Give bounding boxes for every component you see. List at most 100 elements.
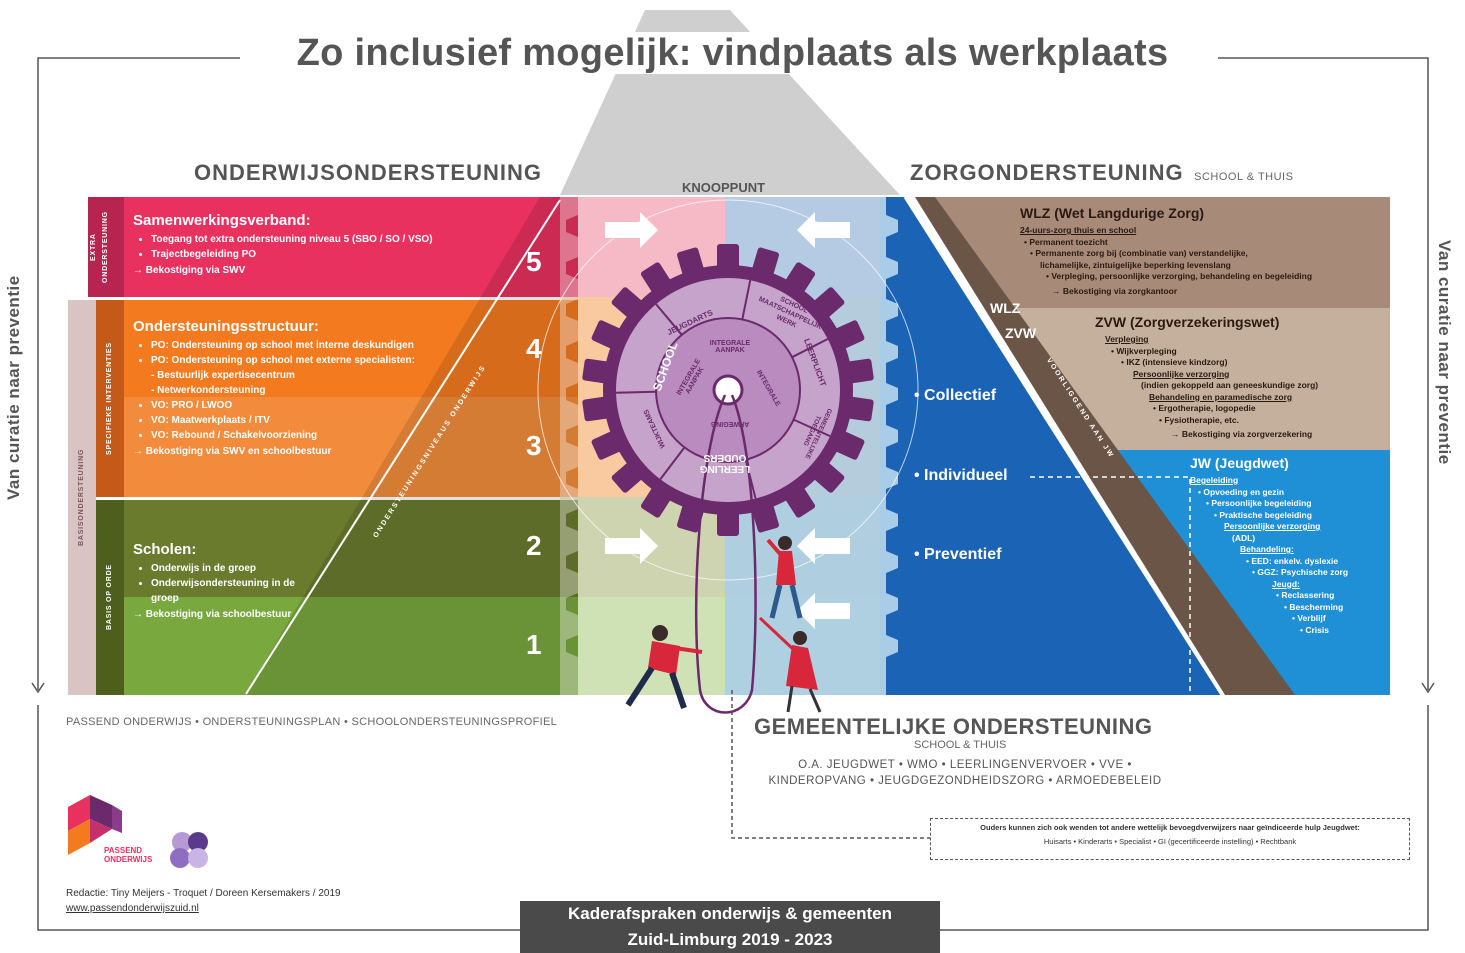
label-zvw: ZVW bbox=[1005, 325, 1037, 341]
gemeentelijke-sub: SCHOOL & THUIS bbox=[914, 739, 1007, 751]
logo-text-2: ONDERWIJS bbox=[104, 855, 153, 864]
level-3: 3 bbox=[526, 430, 542, 461]
ouders-line2: Huisarts • Kinderarts • Specialist • GI … bbox=[1043, 837, 1297, 846]
gear bbox=[537, 199, 919, 581]
arrow-text: → Bekostiging via schoolbestuur bbox=[133, 609, 292, 620]
list-item: VO: Maatwerkplaats / ITV bbox=[151, 413, 533, 428]
footer-line1: Kaderafspraken onderwijs & gemeenten bbox=[567, 904, 893, 923]
header-knooppunt: KNOOPPUNT bbox=[682, 180, 766, 195]
zvw-line: • IKZ (intensieve kindzorg) bbox=[1121, 357, 1228, 367]
level-2-band bbox=[68, 500, 578, 597]
ouders-box: Ouders kunnen zich ook wenden tot andere… bbox=[930, 818, 1410, 860]
jw-line: • Persoonlijke begeleiding bbox=[1206, 498, 1312, 508]
list-item: VO: PRO / LWOO bbox=[151, 398, 533, 413]
gear-inner-bottom: AFWEGING bbox=[710, 420, 750, 427]
logo-text: PASSEND ONDERWIJS bbox=[104, 846, 152, 864]
frame-bottom-right bbox=[940, 705, 1429, 931]
right-teeth bbox=[880, 197, 898, 695]
band-basis-op-orde: BASIS OP ORDE bbox=[106, 564, 113, 631]
jw-block bbox=[1095, 450, 1390, 695]
arrow-text: → Bekostiging via SWV en schoolbestuur bbox=[133, 446, 332, 457]
rope-loop bbox=[694, 394, 757, 714]
jw-line: • Crisis bbox=[1300, 624, 1329, 635]
jw-line: • Bescherming bbox=[1284, 601, 1344, 612]
gear-leerling-ouders: LEERLING OUDERS bbox=[699, 452, 751, 474]
jw-line: Persoonlijke verzorging bbox=[1224, 521, 1321, 531]
arrow-left-1 bbox=[797, 593, 850, 629]
header-zorg-sub: SCHOOL & THUIS bbox=[1194, 171, 1294, 183]
frame-left-line bbox=[37, 57, 240, 690]
wlz-line: • Permanent toezicht bbox=[1024, 236, 1108, 247]
zvw-line: (indien gekoppeld aan geneeskundige zorg… bbox=[1141, 380, 1319, 390]
label-preventief: • Preventief bbox=[914, 546, 1002, 563]
list-item: Trajectbegeleiding PO bbox=[151, 247, 533, 262]
jw-line: • Opvoeding en gezin bbox=[1198, 486, 1285, 497]
redactie: Redactie: Tiny Meijers - Troquet / Doree… bbox=[66, 888, 341, 899]
right-blue-area bbox=[886, 197, 1222, 695]
logo-text-1: PASSEND bbox=[104, 846, 143, 855]
website-link[interactable]: www.passendonderwijszuid.nl bbox=[66, 903, 199, 914]
frame-bottom-left bbox=[37, 705, 520, 931]
strip-basis-op-orde bbox=[96, 500, 124, 695]
left-diagonal-shade bbox=[245, 197, 578, 695]
level-5-band bbox=[88, 197, 578, 297]
level-4-band bbox=[68, 300, 578, 397]
block-wlz: WLZ (Wet Langdurige Zorg) 24-uurs-zorg t… bbox=[1020, 205, 1380, 297]
arrow-right-top bbox=[605, 212, 658, 248]
list-item: Onderwijs in de groep bbox=[151, 561, 303, 576]
band-specifiek: SPECIFIEKE INTERVENTIES bbox=[106, 342, 113, 455]
jw-title: JW (Jeugdwet) bbox=[1190, 455, 1289, 471]
zvw-line: • Fysiotherapie, etc. bbox=[1159, 414, 1239, 425]
list-item: Toegang tot extra ondersteuning niveau 5… bbox=[151, 232, 533, 247]
list-item: - Netwerkondersteuning bbox=[151, 385, 266, 396]
strip-basis bbox=[68, 300, 96, 695]
figure-woman-top bbox=[766, 536, 803, 619]
block-jw: JW (Jeugdwet) Begeleiding • Opvoeding en… bbox=[1190, 455, 1385, 636]
block-samenwerkingsverband: Samenwerkingsverband: Toegang tot extra … bbox=[133, 212, 533, 276]
voorliggend-band bbox=[915, 197, 1295, 695]
level-4: 4 bbox=[526, 333, 542, 364]
list-item: PO: Ondersteuning op school met externe … bbox=[151, 353, 533, 368]
list-item: VO: Rebound / Schakelvoorziening bbox=[151, 428, 533, 443]
jw-line: • GGZ: Psychische zorg bbox=[1252, 567, 1349, 577]
block-title: Samenwerkingsverband: bbox=[133, 212, 311, 229]
left-diagonal-line bbox=[245, 199, 561, 695]
list-item: PO: Ondersteuning op school met interne … bbox=[151, 338, 533, 353]
footer-line2: Zuid-Limburg 2019 - 2023 bbox=[627, 930, 833, 949]
list-item: - Bestuurlijk expertisecentrum bbox=[151, 370, 295, 381]
header-onderwijs: ONDERWIJSONDERSTEUNING bbox=[194, 160, 542, 185]
gemeentelijke-title: GEMEENTELIJKE ONDERSTEUNING bbox=[754, 714, 1153, 739]
level-2: 2 bbox=[526, 530, 542, 561]
gear-spoke bbox=[659, 446, 686, 480]
zvw-line: Verpleging bbox=[1105, 334, 1149, 344]
wlz-line: → Bekostiging via zorgkantoor bbox=[1052, 285, 1178, 296]
left-teeth bbox=[560, 197, 578, 695]
gear-spoke bbox=[741, 280, 752, 320]
header-zorg: ZORGONDERSTEUNING SCHOOL & THUIS bbox=[910, 160, 1293, 186]
block-zvw: ZVW (Zorgverzekeringswet) Verpleging • W… bbox=[1095, 314, 1380, 441]
page-title: Zo inclusief mogelijk: vindplaats als we… bbox=[0, 32, 1465, 75]
figure-man-left bbox=[625, 625, 703, 709]
label-wlz: WLZ bbox=[990, 300, 1021, 316]
band-extra: EXTRA ONDERSTEUNING bbox=[90, 211, 109, 283]
arrow-left-top bbox=[797, 212, 850, 248]
band-basis: BASISONDERSTEUNING bbox=[78, 448, 85, 547]
header-zorg-text: ZORGONDERSTEUNING bbox=[910, 160, 1184, 185]
wlz-block bbox=[935, 197, 1390, 308]
jw-line: Begeleiding bbox=[1190, 475, 1239, 485]
gear-inner-top: INTEGRALE AANPAK bbox=[709, 340, 751, 354]
jw-line: • Praktische begeleiding bbox=[1214, 509, 1312, 520]
wlz-line: lichamelijke, zintuigelijke beperking le… bbox=[1040, 259, 1231, 270]
jw-line: • Reclassering bbox=[1276, 590, 1335, 600]
partner-logo bbox=[170, 832, 208, 868]
level-1-band bbox=[68, 597, 578, 695]
gemeentelijke-line2: KINDEROPVANG • JEUGDGEZONDHEIDSZORG • AR… bbox=[768, 775, 1162, 787]
jw-line: (ADL) bbox=[1232, 532, 1256, 543]
figure-woman-bottom bbox=[758, 616, 822, 713]
gear-spoke bbox=[791, 338, 829, 359]
zvw-line: • Wijkverpleging bbox=[1111, 345, 1177, 356]
right-side-label: Van curatie naar preventie bbox=[1435, 240, 1454, 465]
jw-line: Behandeling: bbox=[1240, 544, 1294, 554]
gear-spoke bbox=[793, 418, 831, 438]
block-scholen: Scholen: Onderwijs in de groep Onderwijs… bbox=[133, 541, 303, 620]
